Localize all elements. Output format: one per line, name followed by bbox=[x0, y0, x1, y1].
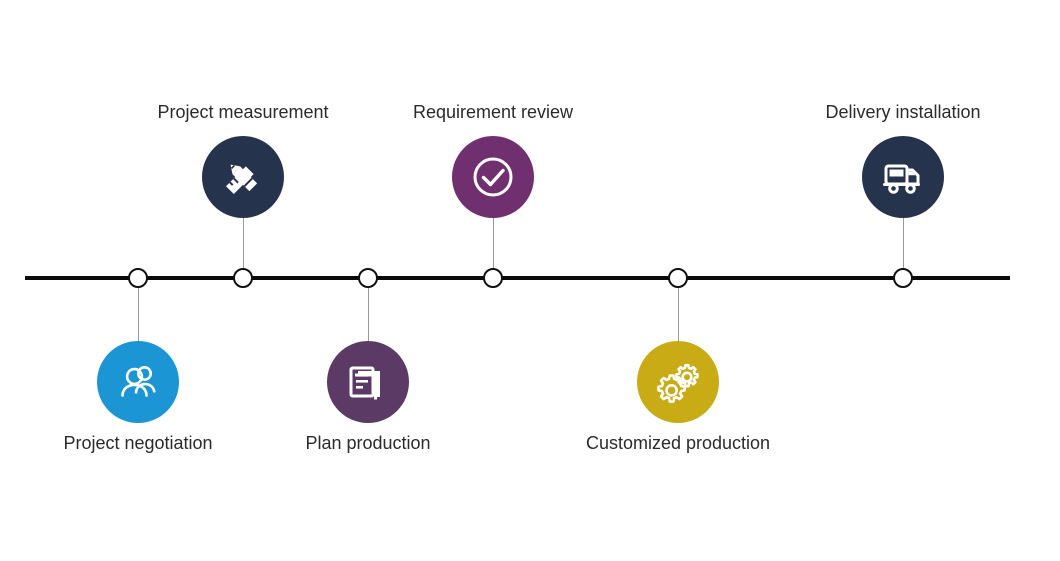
delivery-truck-icon bbox=[880, 154, 926, 200]
connector-stem-6 bbox=[903, 214, 904, 278]
step-icon-circle-2[interactable] bbox=[202, 136, 284, 218]
check-circle-icon bbox=[470, 154, 516, 200]
step-label-2: Project measurement bbox=[157, 102, 329, 122]
step-label-1: Project negotiation bbox=[63, 433, 213, 453]
step-icon-circle-5[interactable] bbox=[637, 341, 719, 423]
step-label-6: Delivery installation bbox=[825, 102, 981, 122]
timeline-node-2[interactable] bbox=[233, 268, 253, 288]
timeline-axis bbox=[25, 276, 1010, 280]
gears-icon bbox=[654, 358, 702, 406]
step-icon-circle-4[interactable] bbox=[452, 136, 534, 218]
connector-stem-1 bbox=[138, 278, 139, 347]
connector-stem-2 bbox=[243, 214, 244, 278]
timeline-node-3[interactable] bbox=[358, 268, 378, 288]
ruler-pencil-icon bbox=[219, 153, 267, 201]
timeline-node-5[interactable] bbox=[668, 268, 688, 288]
step-icon-circle-6[interactable] bbox=[862, 136, 944, 218]
timeline-node-1[interactable] bbox=[128, 268, 148, 288]
timeline-node-6[interactable] bbox=[893, 268, 913, 288]
step-icon-circle-1[interactable] bbox=[97, 341, 179, 423]
users-icon bbox=[115, 359, 161, 405]
step-icon-circle-3[interactable] bbox=[327, 341, 409, 423]
step-label-5: Customized production bbox=[585, 433, 771, 453]
documents-icon bbox=[346, 360, 390, 404]
connector-stem-3 bbox=[368, 278, 369, 347]
timeline-node-4[interactable] bbox=[483, 268, 503, 288]
step-label-4: Requirement review bbox=[412, 102, 574, 122]
connector-stem-5 bbox=[678, 278, 679, 347]
connector-stem-4 bbox=[493, 214, 494, 278]
step-label-3: Plan production bbox=[305, 433, 431, 453]
